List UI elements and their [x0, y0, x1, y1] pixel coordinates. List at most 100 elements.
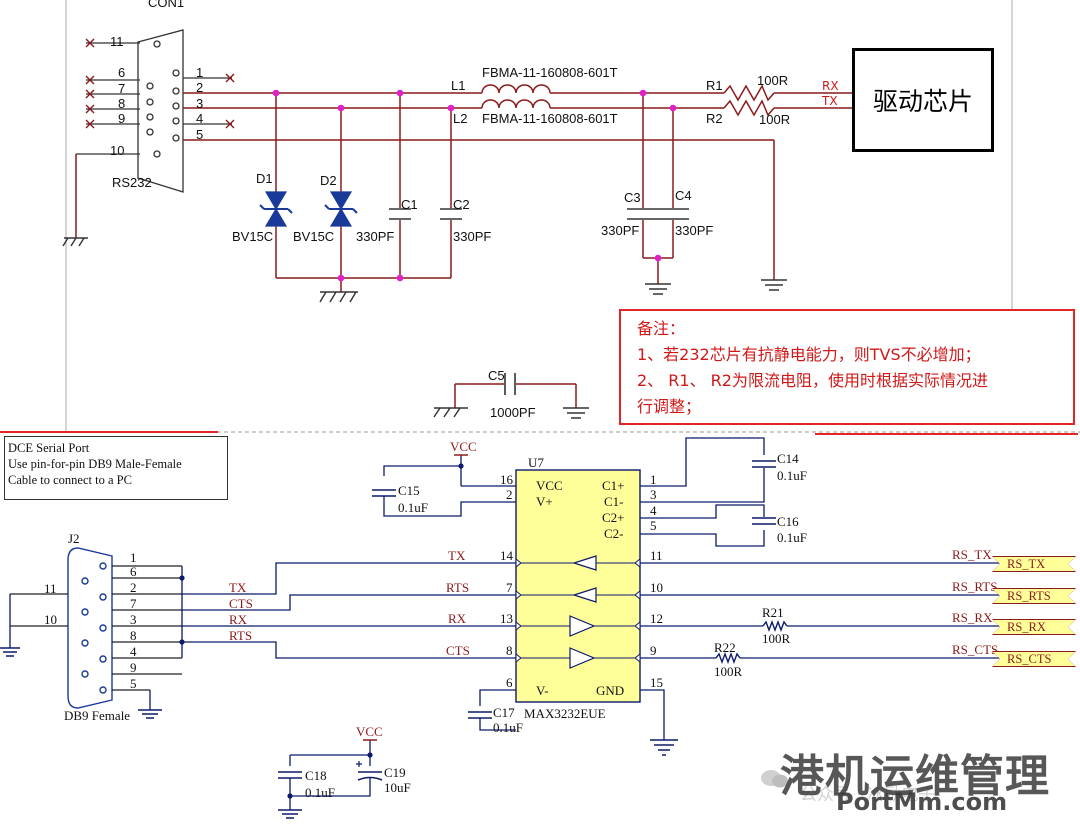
sheet-divider	[0, 431, 1080, 435]
note-title: 备注：	[637, 319, 686, 338]
tx-net-label: TX	[448, 548, 466, 563]
c14-value-label: 0.1uF	[777, 468, 807, 483]
dce-info-box: DCE Serial Port Use pin-for-pin DB9 Male…	[4, 436, 228, 500]
r22-value-label: 100R	[714, 664, 743, 679]
r1-value-label: 100R	[757, 73, 789, 88]
note-box: 备注： 1、若232芯片有抗静电能力，则TVS不必增加； 2、 R1、 R2为限…	[619, 309, 1075, 425]
con-pin-label: 9	[118, 111, 126, 126]
c3-value-label: 330PF	[601, 223, 640, 238]
j2-name-label: DB9 Female	[64, 708, 131, 723]
c4-ref-label: C4	[675, 188, 692, 203]
db9-connector-symbol	[76, 29, 232, 193]
r21-value-label: 100R	[762, 631, 791, 646]
c15-value-label: 0.1uF	[398, 500, 428, 515]
bottom-grounds	[0, 647, 678, 819]
c19-value-label: 10uF	[384, 780, 411, 795]
vcc-symbols	[363, 454, 468, 741]
rs-rts-net-label: RS_RTS	[952, 579, 998, 594]
watermark-main: 港机运维管理	[780, 751, 1050, 802]
rs-cts-net-label: RS_CTS	[952, 642, 999, 657]
u7-part-label: MAX3232EUE	[524, 706, 606, 721]
top-capacitors	[389, 208, 689, 395]
j2-pin-label: 11	[44, 581, 57, 596]
resistors-r1-r2	[723, 84, 775, 117]
vcc-net-label: VCC	[356, 724, 383, 739]
port-rs-cts-label: RS_CTS	[993, 652, 1075, 666]
c5-value-label: 1000PF	[490, 405, 536, 420]
top-wires	[75, 92, 852, 408]
j2-pin-label: 9	[130, 660, 137, 675]
u7-pin-number: 7	[506, 580, 513, 595]
j2-pin-label: 2	[130, 580, 137, 595]
c15-ref-label: C15	[398, 483, 420, 498]
c3-ref-label: C3	[624, 190, 641, 205]
r21-ref-label: R21	[762, 605, 784, 620]
l1-ref-label: L1	[451, 78, 466, 93]
rts-net-label: RTS	[446, 580, 470, 595]
j2-pin-label: 5	[130, 676, 137, 691]
j2-pin-label: 3	[130, 612, 137, 627]
u7-pin-number: 12	[650, 611, 663, 626]
u7-pin-number: 16	[500, 472, 513, 487]
note-line: 2、 R1、 R2为限流电阻，使用时根据实际情况进	[637, 371, 988, 390]
connector-name-label: RS232	[112, 175, 152, 190]
connector-ref-label: CON1	[148, 0, 185, 10]
u7-pin-number: 6	[506, 675, 513, 690]
j2-connector-symbol	[67, 547, 113, 709]
port-rs-rts-label: RS_RTS	[993, 589, 1075, 603]
u7-pin-number: 8	[506, 643, 513, 658]
j2-pin-label: 1	[130, 550, 137, 565]
wechat-icon	[761, 770, 788, 788]
u7-ref-label: U7	[528, 455, 544, 470]
j2-pin-label: 10	[44, 612, 57, 627]
con-pin-label: 8	[118, 96, 126, 111]
con-pin-label: 2	[196, 80, 204, 95]
u7-ic-body	[515, 469, 641, 703]
c16-ref-label: C16	[777, 514, 799, 529]
tx-net-label: TX	[229, 580, 247, 595]
con-pin-label: 3	[196, 96, 204, 111]
tvs-diodes	[259, 191, 358, 227]
u7-vcc-pin-name: VCC	[536, 478, 563, 493]
u7-c1m-pin-name: C1-	[604, 494, 624, 509]
driver-chip-label: 驱动芯片	[872, 87, 973, 116]
port-rs-rts: RS_RTS	[992, 588, 1076, 604]
dce-line: DCE Serial Port	[8, 441, 90, 455]
u7-c2p-pin-name: C2+	[602, 510, 625, 525]
top-sheet-frame	[65, 0, 1013, 432]
c5-ref-label: C5	[488, 368, 505, 383]
driver-chip-block: 驱动芯片	[852, 48, 994, 152]
d2-value-label: BV15C	[293, 229, 335, 244]
rx-net-label: RX	[822, 79, 839, 93]
vcc-net-label: VCC	[450, 439, 477, 454]
u7-vplus-pin-name: V+	[536, 494, 553, 509]
watermark-sub: PortMm.com	[836, 788, 1008, 816]
r2-ref-label: R2	[706, 111, 723, 126]
top-grounds	[62, 237, 787, 419]
u7-pin-number: 13	[500, 611, 513, 626]
bottom-wires	[9, 437, 1000, 810]
cts-net-label: CTS	[446, 643, 470, 658]
c4-value-label: 330PF	[675, 223, 714, 238]
c2-value-label: 330PF	[453, 229, 492, 244]
tx-net-label: TX	[822, 94, 838, 108]
rts-net-label: RTS	[229, 628, 253, 643]
u7-gnd-pin-name: GND	[596, 683, 625, 698]
top-junctions	[272, 89, 677, 282]
j2-pin-label: 8	[130, 628, 137, 643]
u7-pin-number: 3	[650, 487, 657, 502]
bottom-junctions	[179, 463, 464, 799]
con-pin-label: 6	[118, 65, 126, 80]
j2-pin-label: 6	[130, 564, 137, 579]
bottom-capacitors	[278, 460, 776, 781]
l2-ref-label: L2	[453, 111, 468, 126]
u7-c2m-pin-name: C2-	[604, 526, 624, 541]
d1-ref-label: D1	[256, 171, 273, 186]
c18-value-label: 0.1uF	[305, 785, 335, 800]
con-pin-label: 1	[196, 65, 204, 80]
rs-tx-net-label: RS_TX	[952, 547, 992, 562]
j2-pin-label: 7	[130, 596, 137, 611]
c18-ref-label: C18	[305, 768, 327, 783]
ferrite-inductors	[481, 84, 551, 109]
